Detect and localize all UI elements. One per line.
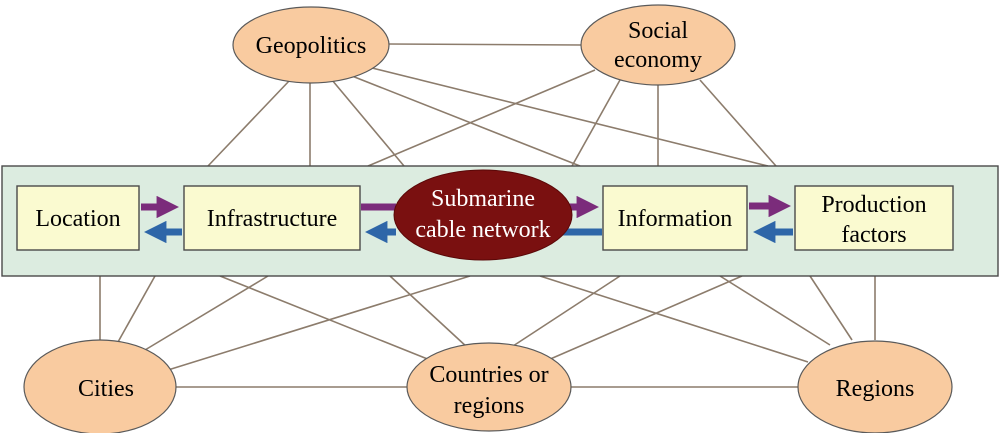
node-countries-or-regions-label-line2: regions [454,393,525,419]
node-social-economy: Social economy [580,4,736,86]
link-cities-band-4 [167,275,471,371]
link-geopolitics-band-4 [351,75,581,167]
node-infrastructure: Infrastructure [183,185,361,251]
node-location-label: Location [35,206,120,232]
node-information-label: Information [618,206,733,232]
flow-arrows [141,194,793,244]
link-regions-band-1 [539,275,809,363]
link-geopolitics-band-3 [331,79,405,167]
link-cities-band-2 [117,275,156,343]
node-production-factors-label-line1: Production [821,192,926,218]
node-social-economy-label-line2: economy [614,47,702,73]
link-countries-band-1 [219,275,431,361]
node-submarine-cable-network: Submarine cable network [393,169,573,261]
node-location: Location [16,185,140,251]
node-geopolitics-label: Geopolitics [256,33,367,59]
link-countries-band-2 [389,275,469,349]
link-countries-band-4 [547,275,743,361]
link-geopolitics-social-economy [387,43,583,46]
node-regions-label: Regions [836,376,915,402]
node-social-economy-label-line1: Social [628,18,688,44]
link-geopolitics-band-5 [371,67,769,167]
node-countries-or-regions-label-line1: Countries or [429,362,548,388]
node-cities-label: Cities [78,376,134,402]
link-countries-band-3 [509,275,621,349]
node-submarine-cable-network-label-line2: cable network [415,217,550,243]
node-regions: Regions [797,340,953,433]
node-countries-or-regions: Countries or regions [406,342,572,432]
link-regions-band-2 [719,275,831,346]
node-cities: Cities [23,339,177,433]
link-geopolitics-band-1 [207,79,291,167]
link-social-economy-band-4 [699,79,777,167]
node-production-factors-label-line2: factors [841,222,906,248]
node-infrastructure-label: Infrastructure [207,206,338,232]
link-cities-band-3 [144,275,269,351]
node-information: Information [602,185,748,251]
link-lines [99,43,876,388]
node-geopolitics: Geopolitics [232,6,390,84]
link-regions-band-3 [809,275,853,341]
node-production-factors: Production factors [794,185,954,251]
link-social-economy-band-2 [571,79,621,167]
link-social-economy-band-1 [367,69,596,167]
node-submarine-cable-network-label-line1: Submarine [431,186,535,212]
